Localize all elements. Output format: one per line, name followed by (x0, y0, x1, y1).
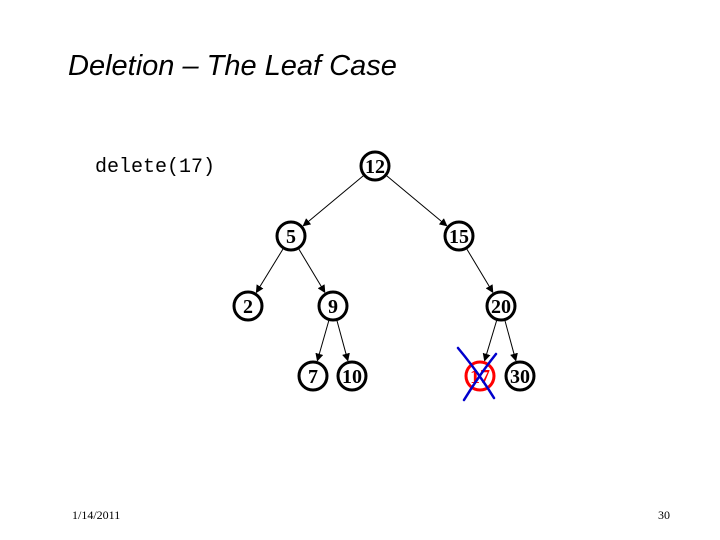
node-circle (443, 220, 475, 252)
node-label: 5 (286, 226, 296, 248)
node-label: 9 (328, 296, 338, 318)
edge-20-30 (504, 320, 518, 362)
node-10: 10 (336, 360, 368, 392)
edge-9-10 (336, 320, 350, 362)
cross-stroke (456, 346, 496, 400)
footer-date: 1/14/2011 (72, 508, 121, 522)
node-circle (232, 290, 264, 322)
edges-layer (255, 175, 518, 362)
cross-stroke (462, 352, 498, 402)
node-12: 12 (359, 150, 391, 182)
edge-5-9 (298, 248, 326, 294)
node-30: 30 (504, 360, 536, 392)
edge-20-17 (482, 320, 498, 362)
node-7: 7 (297, 360, 329, 392)
node-9: 9 (317, 290, 349, 322)
edge-9-7 (315, 320, 330, 362)
edge-12-5 (302, 175, 364, 227)
page-number: 30 (658, 508, 670, 522)
node-label: 10 (342, 366, 362, 388)
node-label: 2 (243, 296, 253, 318)
node-2: 2 (232, 290, 264, 322)
node-circle (297, 360, 329, 392)
node-circle (504, 360, 536, 392)
node-label: 7 (308, 366, 318, 388)
node-label: 30 (510, 366, 530, 388)
node-label: 15 (449, 226, 469, 248)
slide-title: Deletion – The Leaf Case (68, 50, 397, 82)
node-15: 15 (443, 220, 475, 252)
node-label: 12 (365, 156, 385, 178)
edge-15-20 (466, 248, 494, 294)
node-20: 20 (485, 290, 517, 322)
deletion-mark (456, 346, 498, 402)
node-5: 5 (275, 220, 307, 252)
operation-label: delete(17) (95, 156, 216, 179)
edge-12-15 (386, 175, 448, 227)
node-circle (359, 150, 391, 182)
edge-5-2 (255, 248, 284, 294)
node-circle (485, 290, 517, 322)
node-label: 20 (491, 296, 511, 318)
node-circle (336, 360, 368, 392)
node-circle (317, 290, 349, 322)
node-circle (275, 220, 307, 252)
